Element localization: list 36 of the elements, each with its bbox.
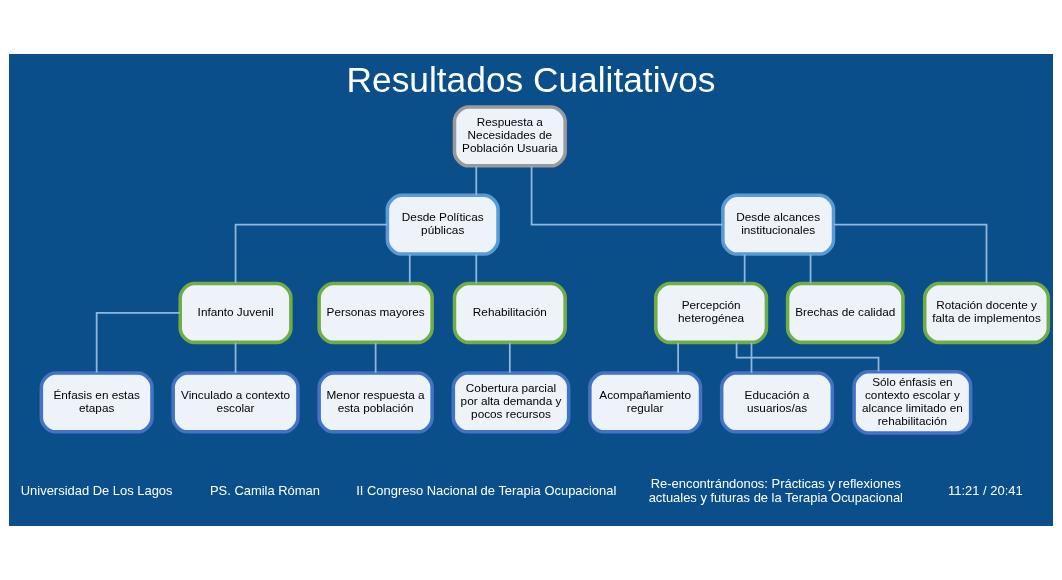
node-box: Énfasis en estas etapas <box>39 371 154 434</box>
node-box: Vinculado a contexto escolar <box>171 371 300 434</box>
connector <box>809 253 812 285</box>
diagram-title: Resultados Cualitativos <box>346 59 716 99</box>
label: Universidad De Los Lagos <box>20 483 173 499</box>
connector <box>95 312 181 374</box>
label: 11:21 / 20:41 <box>948 483 1023 499</box>
connector <box>408 253 411 285</box>
node-box: Percepción heterogénea <box>654 281 769 345</box>
connector <box>475 165 478 196</box>
label: Re-encontrándonos: Prácticas y reflexiones actuales y futuras de la Terapia Ocupacional <box>648 476 904 506</box>
node-box: Brechas de calidad <box>785 281 905 345</box>
connector <box>508 341 511 374</box>
node-box: Acompañamiento regular <box>588 371 703 434</box>
node-box: Educación a usuarios/as <box>719 371 835 434</box>
node-box: Sólo énfasis en contexto escolar y alcance limitado en rehabilitación <box>852 370 973 435</box>
connector <box>374 341 377 374</box>
label: PS. Camila Róman <box>209 483 320 499</box>
node-box: Personas mayores <box>317 281 434 345</box>
connector <box>750 341 753 374</box>
label: II Congreso Nacional de Terapia Ocupacional <box>356 483 617 499</box>
node-box: Rehabilitación <box>452 281 567 345</box>
node-box: Rotación docente y falta de implementos <box>922 281 1051 345</box>
connector <box>234 223 389 284</box>
node-box: Menor respuesta a esta población <box>317 371 434 434</box>
connector <box>833 223 988 284</box>
connector <box>234 341 237 374</box>
connector <box>530 165 724 226</box>
node-box: Desde alcances institucionales <box>721 193 836 256</box>
node-box: Respuesta a Necesidades de Población Usuaria <box>452 105 567 168</box>
connector <box>677 341 679 374</box>
node-box: Infanto Juvenil <box>178 281 293 345</box>
node-box: Cobertura parcial por alta demanda y pocos recursos <box>451 371 571 434</box>
connector <box>743 253 746 285</box>
node-box: Desde Políticas públicas <box>385 193 500 256</box>
connector <box>475 253 478 285</box>
